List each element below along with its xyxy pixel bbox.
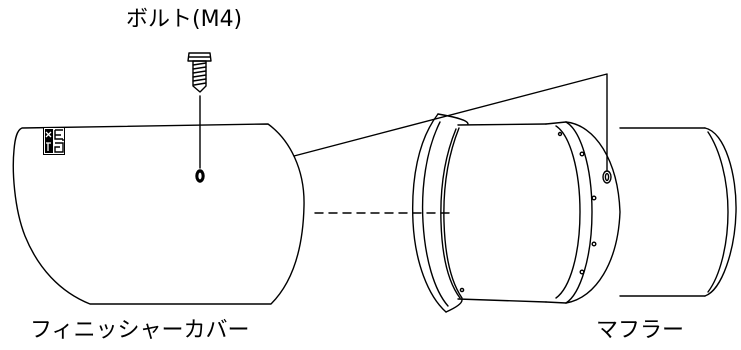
- mounting-guide-line: [293, 73, 608, 171]
- ks-logo-icon: [43, 127, 65, 155]
- finisher-cover: [12, 123, 305, 305]
- muffler-label: マフラー: [596, 318, 685, 343]
- finisher-cover-label: フィニッシャーカバー: [30, 318, 250, 343]
- bolt-icon: [187, 52, 212, 93]
- bolt-label: ボルト(M4): [126, 7, 243, 32]
- muffler: [411, 113, 737, 313]
